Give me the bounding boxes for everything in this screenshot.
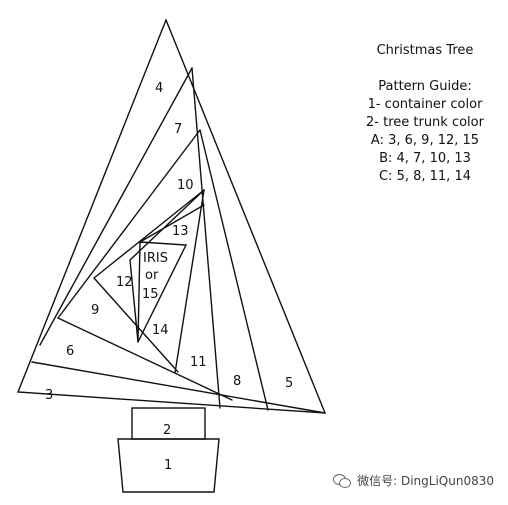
label-5: 5 xyxy=(285,376,293,391)
center-label-or: or xyxy=(145,268,159,283)
guide-line-trunk: 2- tree trunk color xyxy=(366,115,484,130)
label-11: 11 xyxy=(190,355,207,370)
fold-line-7 xyxy=(57,129,201,319)
label-12: 12 xyxy=(116,275,133,290)
fold-line-11 xyxy=(174,189,205,374)
fold-line-10 xyxy=(93,189,205,279)
guide-line-b: B: 4, 7, 10, 13 xyxy=(379,151,471,166)
center-iris-window xyxy=(137,241,188,343)
page-title: Christmas Tree xyxy=(376,43,474,58)
pattern-guide: Christmas Tree Pattern Guide: 1- contain… xyxy=(355,42,495,186)
label-3: 3 xyxy=(45,388,53,403)
label-4: 4 xyxy=(155,81,163,96)
fold-line-5 xyxy=(191,67,221,409)
label-14: 14 xyxy=(152,323,169,338)
label-1: 1 xyxy=(164,458,172,473)
wechat-icon xyxy=(333,473,352,488)
tree-outline xyxy=(16,18,327,414)
label-8: 8 xyxy=(233,374,241,389)
fold-line-8 xyxy=(199,129,269,411)
guide-heading: Pattern Guide: xyxy=(378,79,472,94)
fold-line-6 xyxy=(57,317,233,401)
fold-line-3 xyxy=(31,361,326,414)
watermark-text: 微信号: DingLiQun0830 xyxy=(357,474,494,488)
fold-line-12 xyxy=(129,189,205,343)
guide-line-c: C: 5, 8, 11, 14 xyxy=(378,169,471,184)
center-label-iris: IRIS xyxy=(143,251,168,266)
label-9: 9 xyxy=(91,303,99,318)
label-2: 2 xyxy=(163,423,171,438)
guide-line-a: A: 3, 6, 9, 12, 15 xyxy=(370,133,480,148)
container-section xyxy=(117,438,220,493)
label-13: 13 xyxy=(172,224,189,239)
fold-line-4 xyxy=(39,67,193,346)
guide-line-container: 1- container color xyxy=(367,97,483,112)
label-7: 7 xyxy=(174,122,182,137)
wechat-watermark: 微信号: DingLiQun0830 xyxy=(333,472,494,489)
fold-line-13 xyxy=(139,204,205,243)
label-10: 10 xyxy=(177,178,194,193)
label-6: 6 xyxy=(66,344,74,359)
center-label-15: 15 xyxy=(142,287,159,302)
